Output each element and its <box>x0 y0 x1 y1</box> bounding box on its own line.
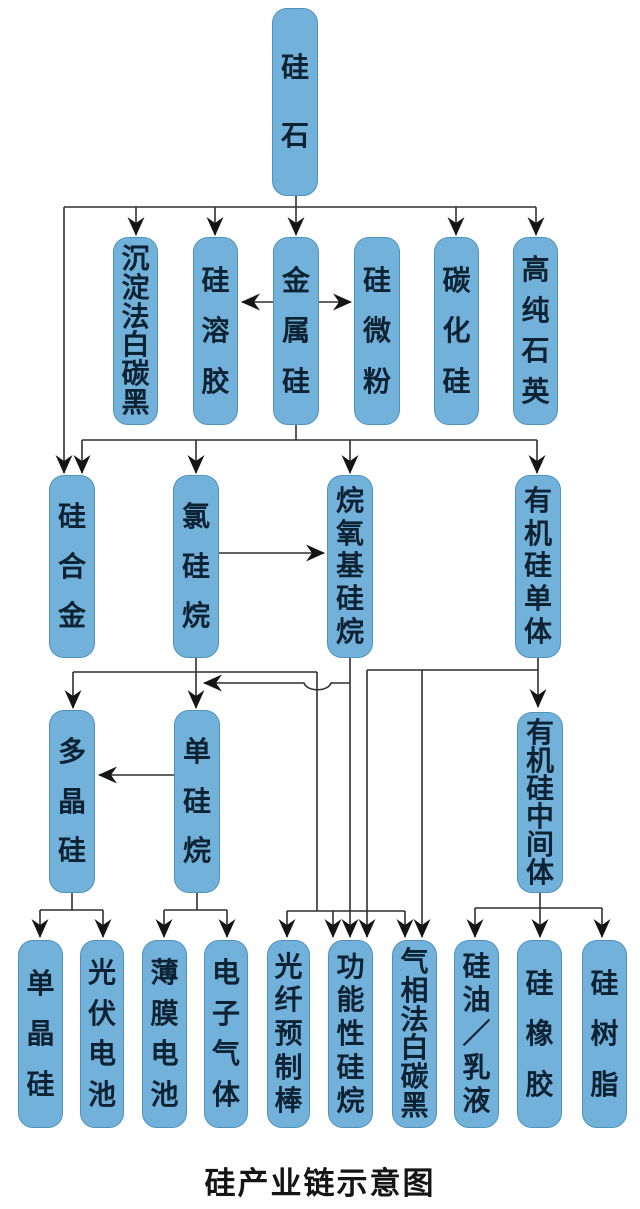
node-silica-stone: 硅石 <box>272 8 318 196</box>
node-silicone-resin: 硅树脂 <box>582 940 627 1128</box>
diagram-title: 硅产业链示意图 <box>204 1166 436 1202</box>
node-silicone-oil-emulsion: 硅油／乳液 <box>454 940 499 1128</box>
node-chlorosilane: 氯硅烷 <box>173 475 219 658</box>
node-monosilane: 单硅烷 <box>174 710 220 893</box>
node-silicon-carbide: 碳化硅 <box>434 237 479 425</box>
node-fumed-silica: 气相法白碳黑 <box>392 940 437 1128</box>
node-silicon-micropowder: 硅微粉 <box>354 237 400 425</box>
node-precipitated-silica-black: 沉淀法白碳黑 <box>113 237 158 425</box>
node-silicone-rubber: 硅橡胶 <box>517 940 562 1128</box>
node-photovoltaic-cell: 光伏电池 <box>80 940 124 1128</box>
node-silicon-alloy: 硅合金 <box>49 475 95 658</box>
node-silica-sol: 硅溶胶 <box>193 237 238 425</box>
node-metallic-silicon: 金属硅 <box>273 237 319 425</box>
node-organosilicon-intermediate: 有机硅中间体 <box>517 712 563 893</box>
node-optical-fiber-preform: 光纤预制棒 <box>267 940 310 1128</box>
node-high-purity-quartz: 高纯石英 <box>513 237 558 425</box>
node-electronic-gas: 电子气体 <box>204 940 248 1128</box>
node-functional-silane: 功能性硅烷 <box>328 940 373 1128</box>
node-thin-film-cell: 薄膜电池 <box>142 940 187 1128</box>
node-monocrystalline-silicon: 单晶硅 <box>18 940 63 1128</box>
node-polysilicon: 多晶硅 <box>49 710 95 893</box>
node-alkoxysilane: 烷氧基硅烷 <box>327 475 373 658</box>
node-organosilicon-monomer: 有机硅单体 <box>515 475 561 658</box>
